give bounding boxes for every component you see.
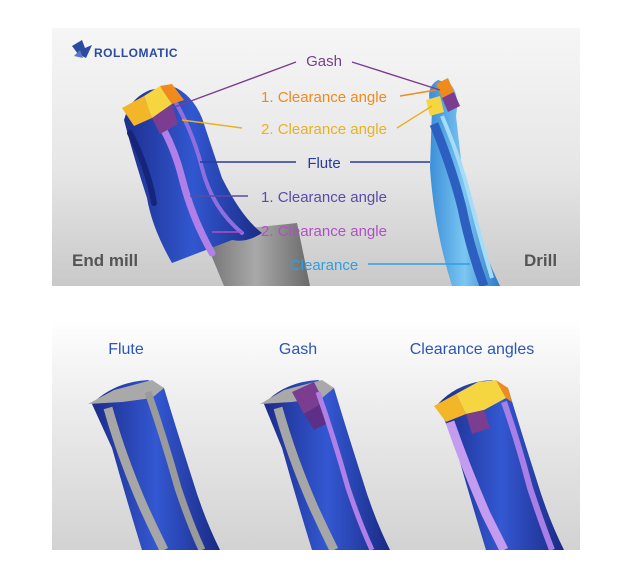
bottom-label-flute: Flute	[108, 341, 144, 358]
gash-leader-right	[351, 61, 441, 91]
clearance1-orange-leader	[399, 89, 437, 97]
label-end-mill: End mill	[72, 251, 138, 270]
tool-flute	[88, 380, 220, 550]
gash-leader-left	[171, 61, 297, 109]
rollomatic-logo: ROLLOMATIC	[72, 40, 178, 60]
top-diagram-svg: ROLLOMATIC Gash 1. Clearance angle	[52, 28, 580, 286]
label-clearance1-orange: 1. Clearance angle	[261, 89, 387, 106]
logo-text: ROLLOMATIC	[94, 46, 178, 60]
rollomatic-logo-icon	[72, 40, 92, 58]
bottom-diagram-panel: Flute Gash Clearance angles	[52, 318, 580, 550]
label-clearance2-pink: 2. Clearance angle	[261, 223, 387, 240]
leader-lines	[171, 61, 470, 265]
bottom-diagram-svg: Flute Gash Clearance angles	[52, 318, 580, 550]
tool-gash	[260, 380, 390, 550]
label-clearance: Clearance	[290, 257, 358, 274]
bottom-label-gash: Gash	[279, 341, 317, 358]
label-clearance1-purple: 1. Clearance angle	[261, 189, 387, 206]
label-drill: Drill	[524, 251, 557, 270]
tool-clearance-angles	[434, 380, 564, 550]
drill-tool	[426, 78, 500, 286]
bottom-label-clearance-angles: Clearance angles	[410, 341, 535, 358]
clearance2-yellow-leader-right	[396, 105, 433, 129]
top-diagram-panel: ROLLOMATIC Gash 1. Clearance angle	[52, 28, 580, 286]
label-gash: Gash	[306, 53, 342, 70]
label-flute: Flute	[307, 155, 340, 172]
end-mill-tool	[122, 84, 310, 286]
label-clearance2-yellow: 2. Clearance angle	[261, 121, 387, 138]
clearance2-yellow-leader	[181, 119, 243, 129]
